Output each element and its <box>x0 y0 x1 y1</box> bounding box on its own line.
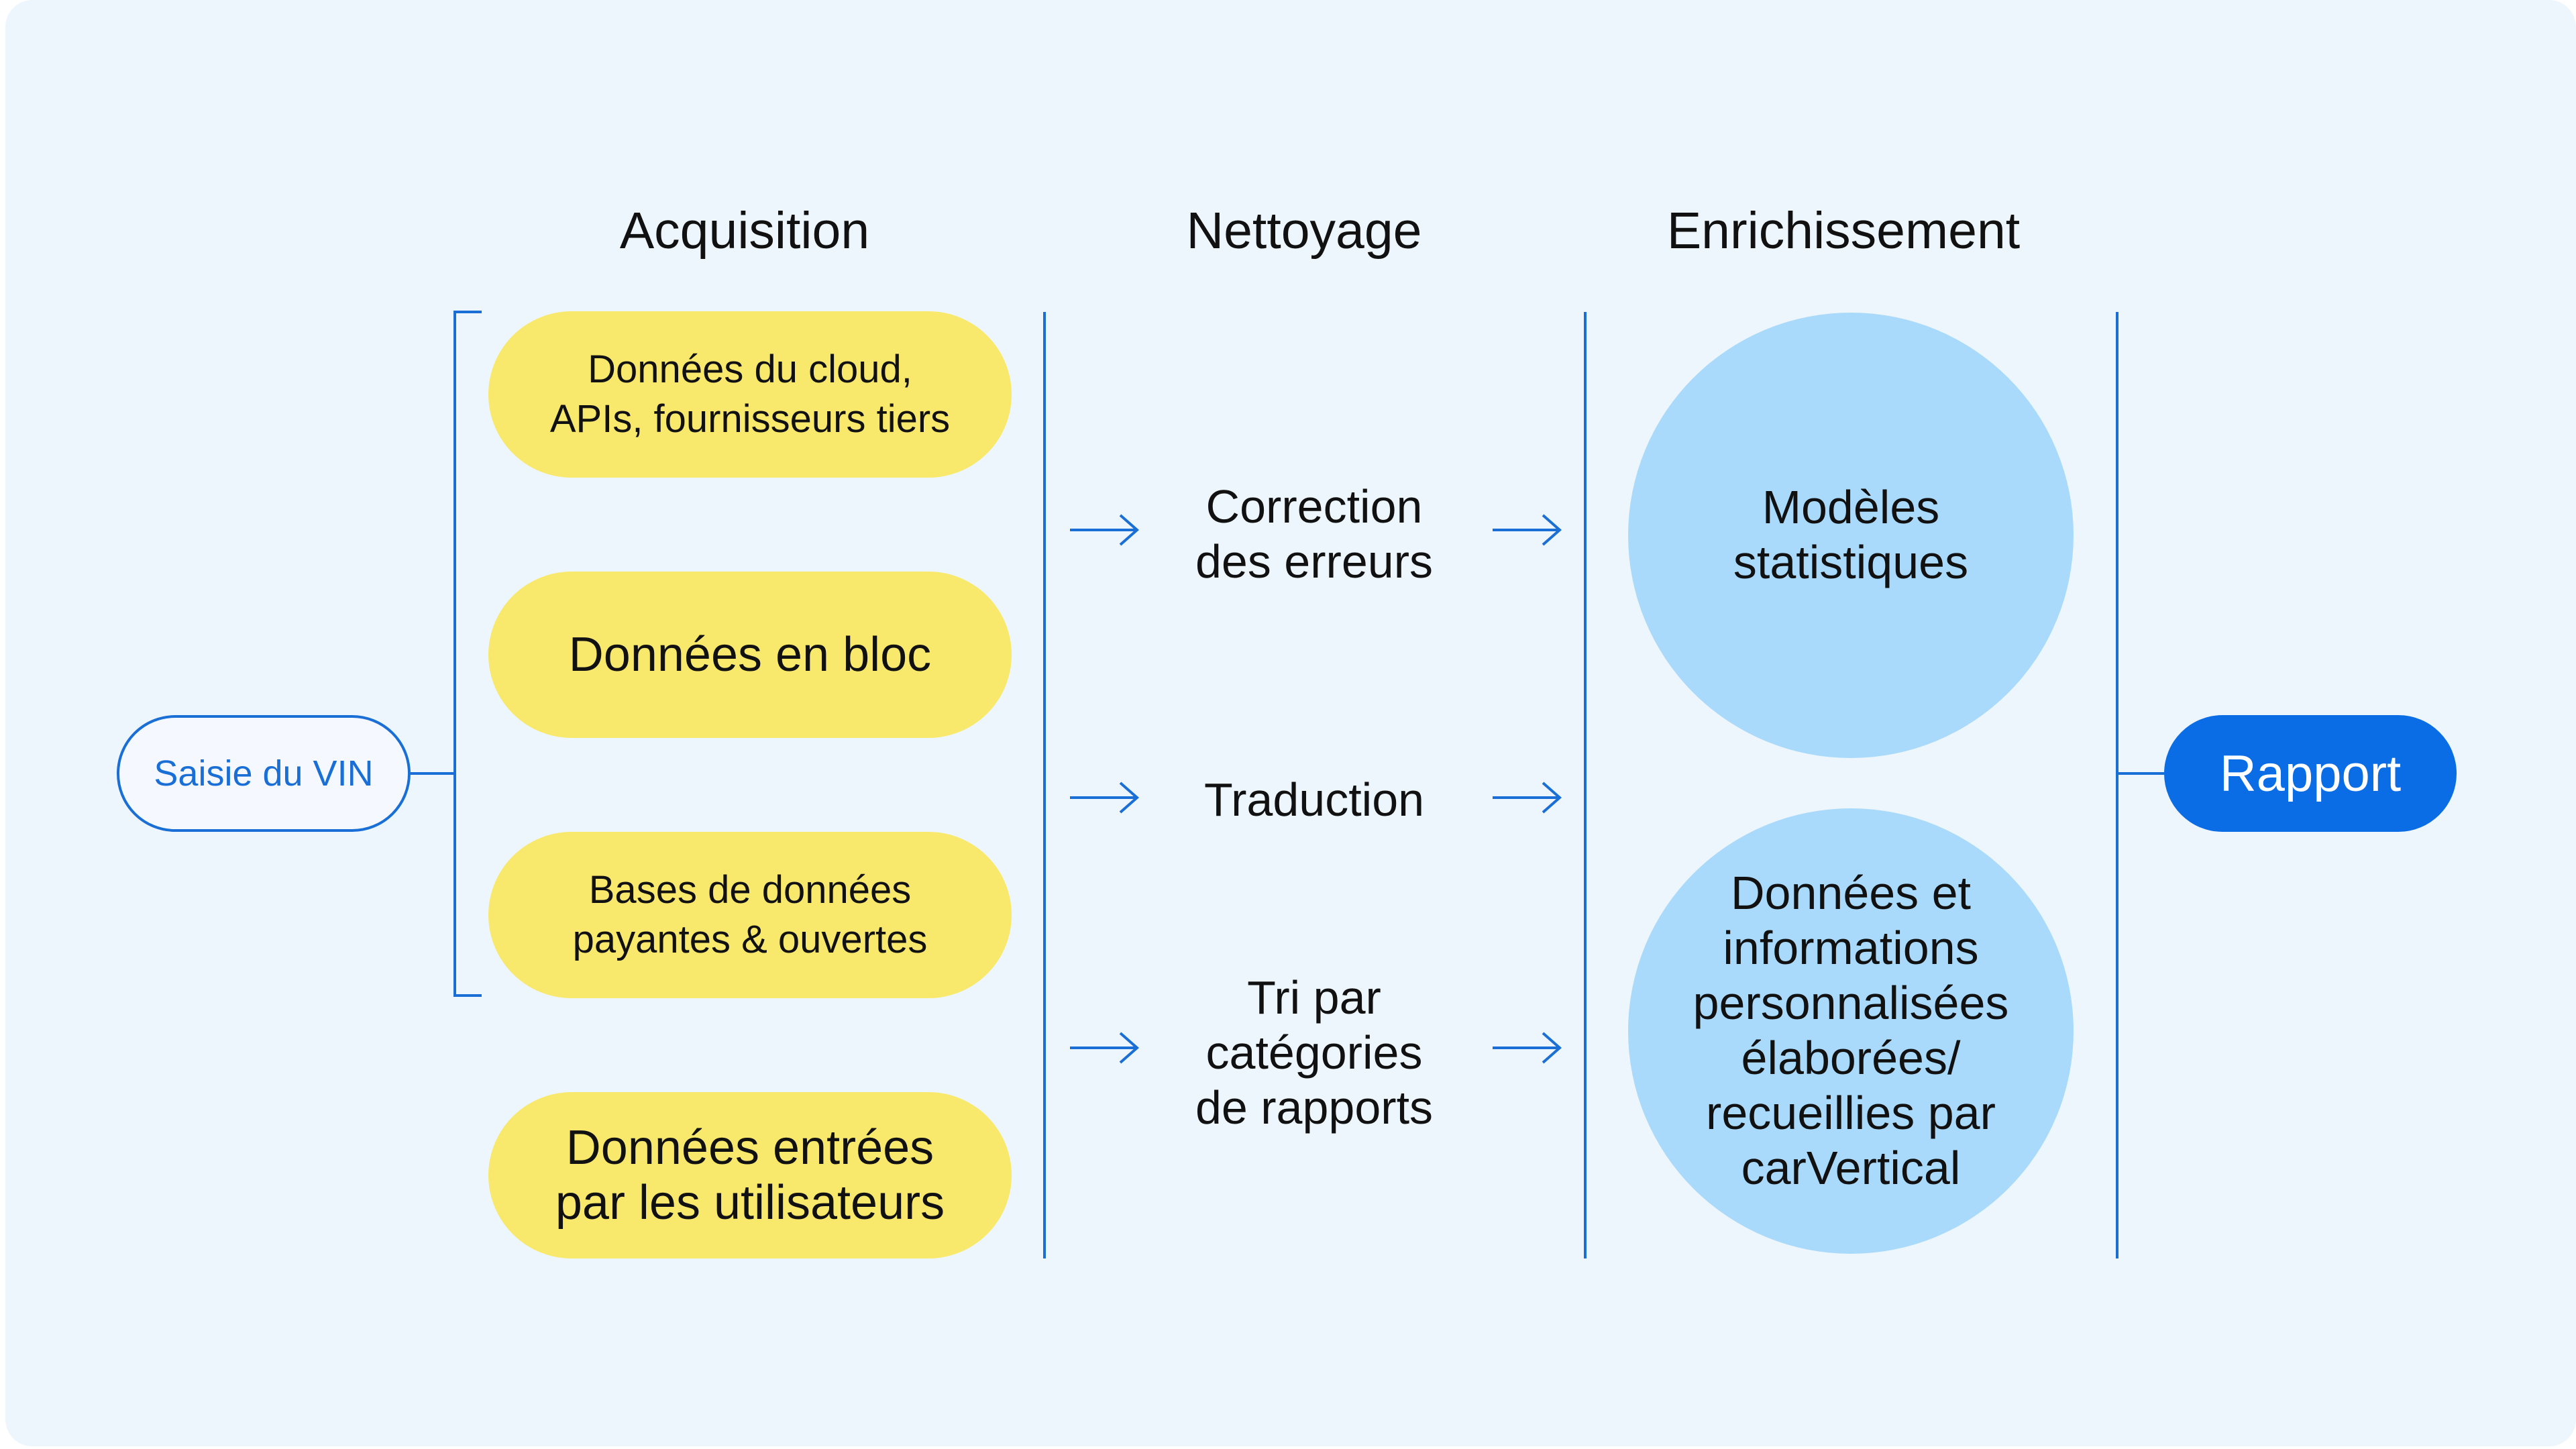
step-error-correction: Correction des erreurs <box>1195 480 1434 588</box>
diagram-background <box>5 0 2576 1446</box>
arrow-icon <box>1070 514 1140 546</box>
source-cloud-apis: Données du cloud, APIs, fournisseurs tie… <box>488 311 1012 478</box>
column-heading-enrichissement: Enrichissement <box>1666 202 2021 260</box>
source-bulk-data: Données en bloc <box>488 572 1012 738</box>
enrichment-statistical-models: Modèles statistiques <box>1628 313 2074 758</box>
source-user-data: Données entrées par les utilisateurs <box>488 1092 1012 1258</box>
step-report-categorization: Tri par catégories de rapports <box>1195 971 1434 1134</box>
arrow-icon <box>1493 782 1562 814</box>
report-output-node: Rapport <box>2164 715 2457 832</box>
vin-input-node: Saisie du VIN <box>117 715 411 832</box>
arrow-icon <box>1493 1032 1562 1064</box>
step-translation: Traduction <box>1203 773 1425 826</box>
column-heading-nettoyage: Nettoyage <box>1186 202 1422 260</box>
enrichment-custom-data: Données et informations personnalisées é… <box>1628 808 2074 1254</box>
column-heading-acquisition: Acquisition <box>619 202 870 260</box>
sources-bracket <box>453 311 482 997</box>
arrow-icon <box>1493 514 1562 546</box>
source-databases: Bases de données payantes & ouvertes <box>488 832 1012 998</box>
arrow-icon <box>1070 1032 1140 1064</box>
arrow-icon <box>1070 782 1140 814</box>
